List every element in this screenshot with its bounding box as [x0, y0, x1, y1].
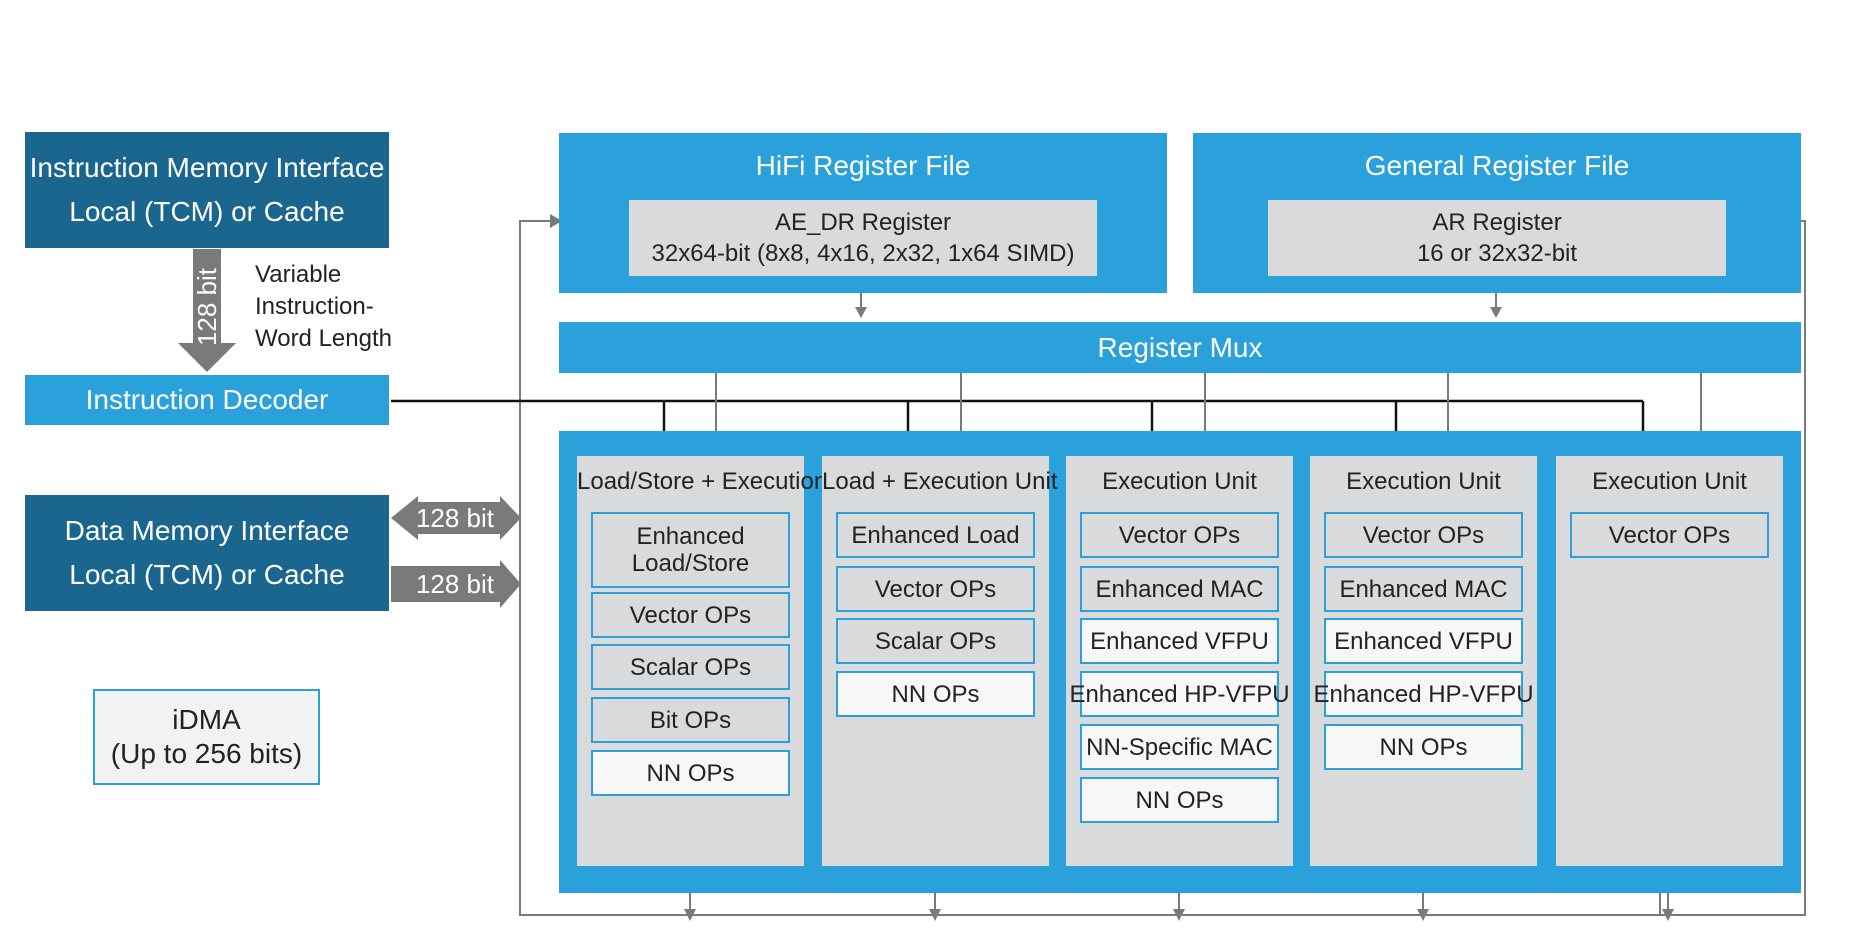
instruction-bus-label: 128 bit [192, 267, 222, 346]
op-box: Enhanced VFPU [1324, 618, 1523, 664]
slot-title: Execution Unit [1346, 468, 1501, 495]
idma-line2: (Up to 256 bits) [110, 738, 303, 769]
instruction-decoder: Instruction Decoder [25, 375, 389, 425]
ar-register: AR Register 16 or 32x32-bit [1268, 200, 1726, 276]
data-bus-arrow-2: 128 bit [391, 560, 521, 608]
op-box: Scalar OPs [836, 618, 1035, 664]
register-mux-label: Register Mux [1097, 331, 1263, 363]
idma-box: iDMA (Up to 256 bits) [93, 689, 320, 785]
op-box: Vector OPs [1570, 512, 1769, 558]
op-box: NN OPs [1080, 777, 1279, 823]
op-box: Enhanced VFPU [1080, 618, 1279, 664]
idma-line1: iDMA [172, 704, 241, 735]
op-box: Enhanced Load [836, 512, 1035, 558]
slot-title: Execution Unit [1592, 468, 1747, 495]
ar-register-line1: AR Register [1432, 209, 1562, 236]
instruction-decoder-label: Instruction Decoder [85, 384, 329, 415]
op-box: Vector OPs [836, 566, 1035, 612]
slot-column: Execution Unit Vector OPs [1556, 456, 1783, 866]
op-box: NN-Specific MAC [1080, 724, 1279, 770]
hifi-register-file-title: HiFi Register File [755, 150, 971, 181]
op-box-line: Enhanced [636, 523, 745, 550]
op-box: Enhanced MAC [1324, 566, 1523, 612]
note-line-3: Word Length [255, 325, 392, 352]
instruction-word-note: Variable Instruction- Word Length [255, 259, 405, 355]
op-box-line: Load/Store [631, 550, 750, 577]
op-box: Bit OPs [591, 697, 790, 743]
op-box: NN OPs [836, 671, 1035, 717]
slot-title: Load/Store + Execution [577, 468, 828, 495]
instruction-bus-arrow: 128 bit [178, 249, 236, 372]
data-bus-label-2: 128 bit [416, 569, 495, 599]
hifi-register-file: HiFi Register File AE_DR Register 32x64-… [559, 133, 1167, 293]
data-memory-line2: Local (TCM) or Cache [69, 559, 345, 590]
op-box: Enhanced MAC [1080, 566, 1279, 612]
feedback-arrowhead-left [550, 214, 562, 228]
instruction-memory-line2: Local (TCM) or Cache [69, 196, 345, 227]
ae-dr-register: AE_DR Register 32x64-bit (8x8, 4x16, 2x3… [629, 200, 1097, 276]
general-register-file-title: General Register File [1364, 150, 1630, 181]
op-box: Vector OPs [1324, 512, 1523, 558]
op-box: Vector OPs [591, 592, 790, 638]
op-box: NN OPs [1324, 724, 1523, 770]
op-box: Enhanced HP-VFPU [1069, 671, 1290, 717]
data-bus-label-1: 128 bit [416, 503, 495, 533]
ae-dr-register-line1: AE_DR Register [774, 209, 952, 236]
op-box: Vector OPs [1080, 512, 1279, 558]
op-box: NN OPs [591, 750, 790, 796]
register-mux: Register Mux [559, 322, 1801, 373]
slot-title: Load + Execution Unit [822, 468, 1058, 495]
data-memory-line1: Data Memory Interface [64, 515, 350, 546]
instruction-memory-line1: Instruction Memory Interface [29, 152, 385, 183]
ae-dr-register-line2: 32x64-bit (8x8, 4x16, 2x32, 1x64 SIMD) [651, 240, 1075, 267]
data-bus-arrow-1: 128 bit [391, 496, 521, 540]
note-line-1: Variable [255, 261, 342, 288]
note-line-2: Instruction- [255, 293, 374, 320]
slot-title: Execution Unit [1102, 468, 1257, 495]
general-register-file: General Register File AR Register 16 or … [1193, 133, 1801, 293]
data-memory-interface: Data Memory Interface Local (TCM) or Cac… [25, 495, 389, 611]
op-box: Enhanced HP-VFPU [1313, 671, 1534, 717]
ar-register-line2: 16 or 32x32-bit [1416, 240, 1578, 267]
op-box: Scalar OPs [591, 644, 790, 690]
instruction-memory-interface: Instruction Memory Interface Local (TCM)… [25, 132, 389, 248]
